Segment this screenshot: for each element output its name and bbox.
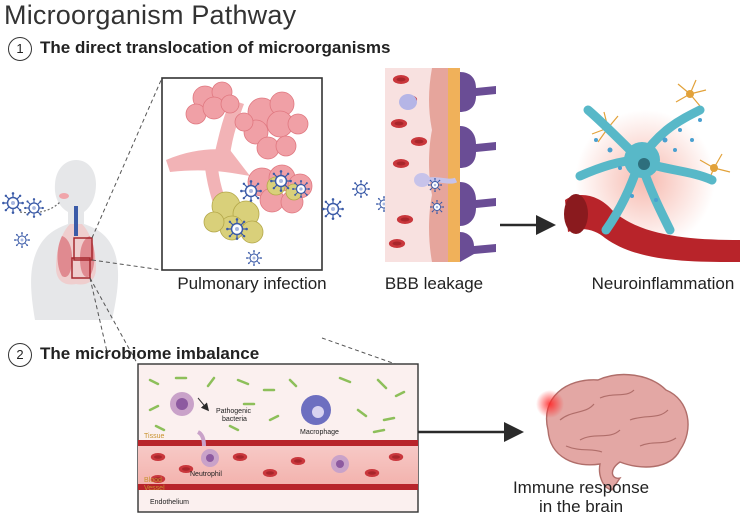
- virus-icon: [428, 178, 442, 192]
- section-2-title: The microbiome imbalance: [40, 344, 260, 363]
- virus-icon: [352, 180, 370, 198]
- virus-icon: [322, 198, 344, 220]
- bacteria-label: bacteria: [222, 416, 247, 423]
- microbiome-panel: Pathogenic bacteria Macrophage Tissue Ne…: [137, 363, 419, 513]
- virus-icon: [24, 198, 44, 218]
- virus-icon: [226, 218, 248, 240]
- endothelium-label: Endothelium: [150, 499, 189, 506]
- pathogenic-label: Pathogenic: [216, 408, 252, 415]
- step-2-badge: 2: [8, 343, 32, 367]
- section-1-title: The direct translocation of microorganis…: [40, 38, 391, 57]
- virus-icon: [430, 200, 444, 214]
- brain-illustration: [536, 373, 689, 491]
- bbb-panel: [385, 68, 496, 262]
- neuroinflammation-caption: Neuroinflammation: [591, 274, 735, 293]
- pulmonary-infection-caption: Pulmonary infection: [177, 274, 327, 293]
- macrophage-label: Macrophage: [300, 429, 339, 436]
- virus-icon: [292, 180, 310, 198]
- bbb-leakage-caption: BBB leakage: [384, 274, 484, 293]
- immune-response-caption-line2: in the brain: [538, 497, 624, 516]
- virus-icon: [14, 232, 30, 248]
- virus-icon: [270, 170, 292, 192]
- step-1-badge: 1: [8, 37, 32, 61]
- lung-panel: [161, 77, 323, 271]
- human-figure: [19, 160, 119, 320]
- virus-icon: [2, 192, 24, 214]
- blood-label: Blood: [144, 477, 162, 484]
- neutrophil-label: Neutrophil: [190, 471, 222, 478]
- neuroinflammation-illustration: [564, 79, 740, 262]
- tissue-label: Tissue: [144, 433, 164, 440]
- immune-response-caption-line1: Immune response: [512, 478, 650, 497]
- page-title: Microorganism Pathway: [4, 0, 297, 30]
- virus-icon: [246, 250, 262, 266]
- vessel-label: Vessel: [144, 485, 165, 492]
- virus-icon: [240, 180, 262, 202]
